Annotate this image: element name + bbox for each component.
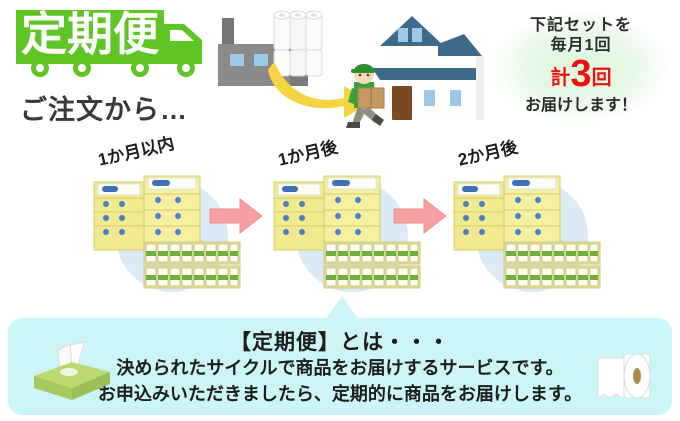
next-step-arrow-2: [392, 196, 448, 236]
right-arrow-icon: [393, 197, 447, 235]
panel-body-line-2: お申込みいただきましたら、定期的に商品をお届けします。: [97, 384, 583, 404]
product-set-icon: [453, 175, 601, 292]
toilet-roll-svg: [597, 353, 651, 399]
roll-pack-row: [323, 241, 421, 289]
panel-pointer-triangle: [325, 296, 359, 320]
timeline-step-2: 1か月後: [262, 138, 442, 300]
tissue-box-icon: [28, 340, 114, 404]
yellow-curved-arrow-icon: [268, 62, 372, 118]
truck-label-text: 定期便: [21, 8, 160, 60]
panel-body: 決められたサイクルで商品をお届けするサービスです。 お申込みいただきましたら、定…: [8, 355, 672, 407]
timeline-step-3: 2か月後: [442, 138, 622, 300]
toilet-paper-roll-icon: [594, 340, 656, 406]
scene-svg: [218, 10, 484, 128]
headline-line-2: 毎月1回: [550, 37, 612, 54]
timeline-step-1: 1か月以内: [82, 134, 262, 300]
panel-body-line-1: 決められたサイクルで商品をお届けするサービスです。: [116, 358, 564, 378]
delivery-person-icon: [346, 64, 385, 128]
headline-line-1: 下記セットを: [529, 17, 632, 34]
order-caption: ご注文から…: [20, 95, 188, 125]
roll-pack-row: [143, 241, 241, 289]
roll-pack-row: [503, 241, 601, 289]
count-prefix: 計: [550, 67, 571, 89]
toilet-paper-rolls-icon: [273, 10, 323, 77]
step-2-label: 1か月後: [276, 137, 340, 170]
headline-glow: [493, 11, 669, 123]
panel-title: 【定期便】とは・・・: [230, 331, 450, 354]
right-arrow-icon: [209, 197, 263, 235]
next-step-arrow-1: [208, 196, 264, 236]
delivery-scene-illustration: [212, 0, 490, 132]
product-set-icon: [273, 175, 421, 292]
subscription-explanation-panel: 【定期便】とは・・・ 決められたサイクルで商品をお届けするサービスです。 お申込…: [8, 318, 672, 415]
step-1-label: 1か月以内: [96, 133, 177, 170]
count-number: 3: [570, 53, 592, 95]
headline-line-4: お届けします！: [524, 97, 637, 114]
step-1-product-set: [88, 168, 248, 296]
delivery-timeline: 1か月以内: [0, 134, 680, 300]
tissue-box-svg: [34, 341, 110, 400]
step-3-label: 2か月後: [456, 137, 520, 170]
delivery-count: 計3回: [486, 55, 676, 95]
count-suffix: 回: [591, 67, 612, 89]
subscription-truck-logo: 定期便: [14, 6, 210, 82]
truck-icon: 定期便: [16, 8, 202, 77]
house-icon: [372, 16, 484, 120]
delivery-frequency-headline: 下記セットを 毎月1回 計3回 お届けします！: [486, 8, 676, 126]
step-2-product-set: [268, 168, 428, 296]
step-3-product-set: [448, 168, 608, 296]
product-set-icon: [93, 175, 241, 292]
